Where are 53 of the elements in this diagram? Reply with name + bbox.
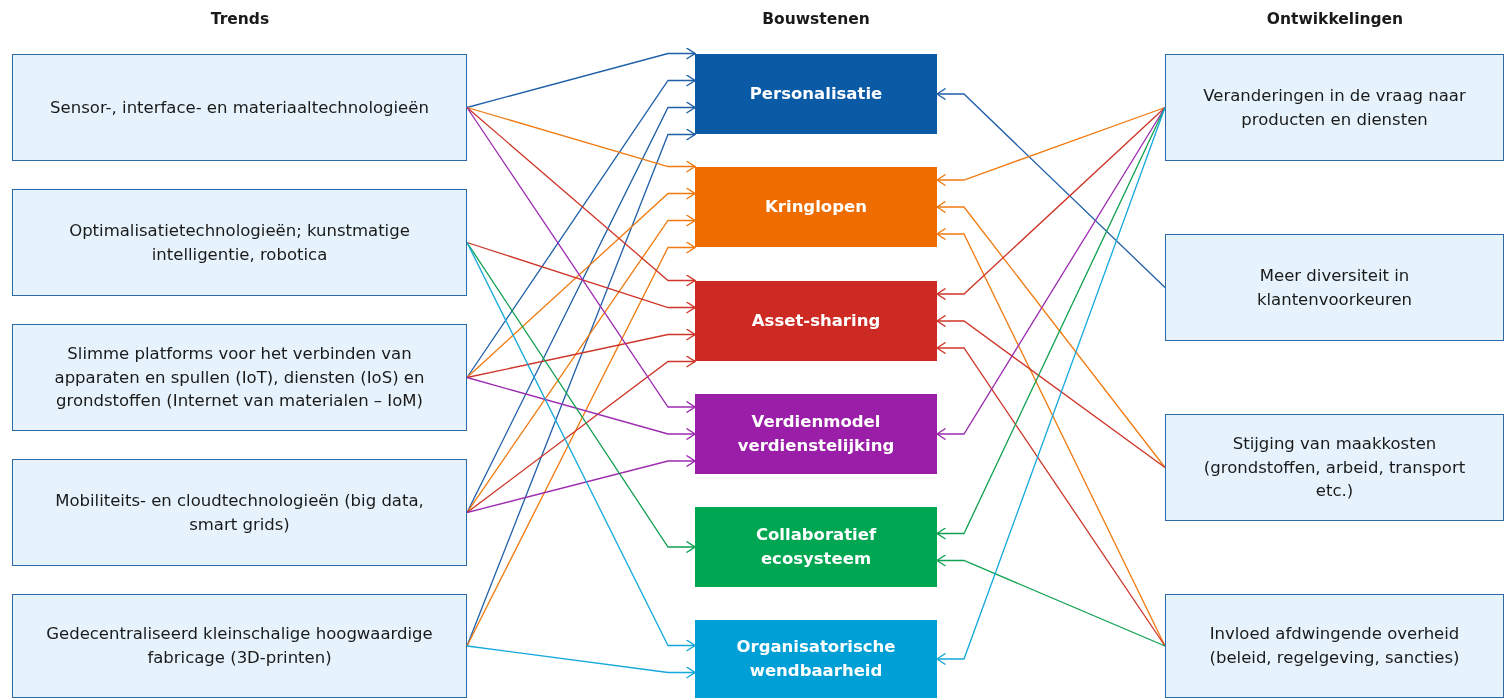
arrow — [466, 376, 696, 441]
arrow — [936, 106, 1166, 666]
node-text: Veranderingen in de vraag naar producten en diensten — [1202, 84, 1467, 131]
building-block-box — [695, 620, 937, 698]
node-text: Gedecentraliseerd kleinschalige hoogwaardige fabricage (3D-printen) — [45, 623, 434, 669]
column-heading: Trends — [210, 10, 270, 28]
arrow — [466, 355, 696, 514]
node-text: Kringlopen — [765, 196, 867, 219]
trend-box — [12, 324, 467, 431]
development-box — [1165, 234, 1504, 341]
development-box — [1165, 594, 1504, 698]
node-text: Asset-sharing — [751, 310, 881, 333]
arrow — [466, 106, 696, 173]
node-text: Invloed afdwingende overheid (beleid, regelgeving, sancties) — [1208, 623, 1461, 669]
arrow — [936, 106, 1166, 540]
arrow — [466, 187, 696, 379]
building-block-box — [695, 394, 937, 474]
arrow — [936, 554, 1166, 647]
arrow — [466, 645, 696, 679]
column-heading: Ontwikkelingen — [1266, 10, 1404, 28]
building-block-box — [695, 167, 937, 247]
trend-box — [12, 189, 467, 296]
arrow — [466, 214, 696, 514]
arrow — [466, 241, 696, 314]
node-text: Mobiliteits- en cloudtechnologieën (big data, smart grids) — [54, 489, 425, 536]
column-heading: Bouwstenen — [762, 10, 870, 28]
node-text: Personalisatie — [749, 83, 883, 106]
development-box — [1165, 54, 1504, 161]
trend-box — [12, 594, 467, 698]
trend-box — [12, 54, 467, 161]
node-text: Organisatorische wendbaarheid — [735, 636, 897, 682]
trend-box — [12, 459, 467, 566]
arrow — [936, 106, 1166, 187]
node-text: Slimme platforms voor het verbinden van apparaten en spullen (IoT), diensten (IoS) en grondstoffen (Internet van materialen – IoM) — [53, 342, 426, 413]
arrow — [936, 314, 1166, 469]
arrow — [936, 200, 1166, 469]
node-text: Sensor-, interface- en materiaaltechnologieën — [50, 96, 429, 119]
arrow — [466, 454, 696, 514]
arrow — [936, 341, 1166, 647]
arrow — [466, 106, 696, 414]
node-text: Collaboratief ecosysteem — [754, 524, 878, 570]
building-block-box — [695, 507, 937, 587]
node-text: Optimalisatietechnologieën; kunstmatige intelligentie, robotica — [68, 219, 411, 266]
arrow — [466, 328, 696, 379]
arrow — [466, 128, 696, 647]
arrow — [466, 47, 696, 109]
node-text: Stijging van maakkosten (grondstoffen, arbeid, transport etc.) — [1202, 432, 1467, 503]
arrow — [466, 106, 696, 287]
building-block-box — [695, 281, 937, 361]
node-text: Verdienmodel verdienstelijking — [736, 411, 896, 457]
building-block-box — [695, 54, 937, 134]
node-text: Meer diversiteit in klantenvoorkeuren — [1255, 264, 1414, 311]
development-box — [1165, 414, 1504, 521]
